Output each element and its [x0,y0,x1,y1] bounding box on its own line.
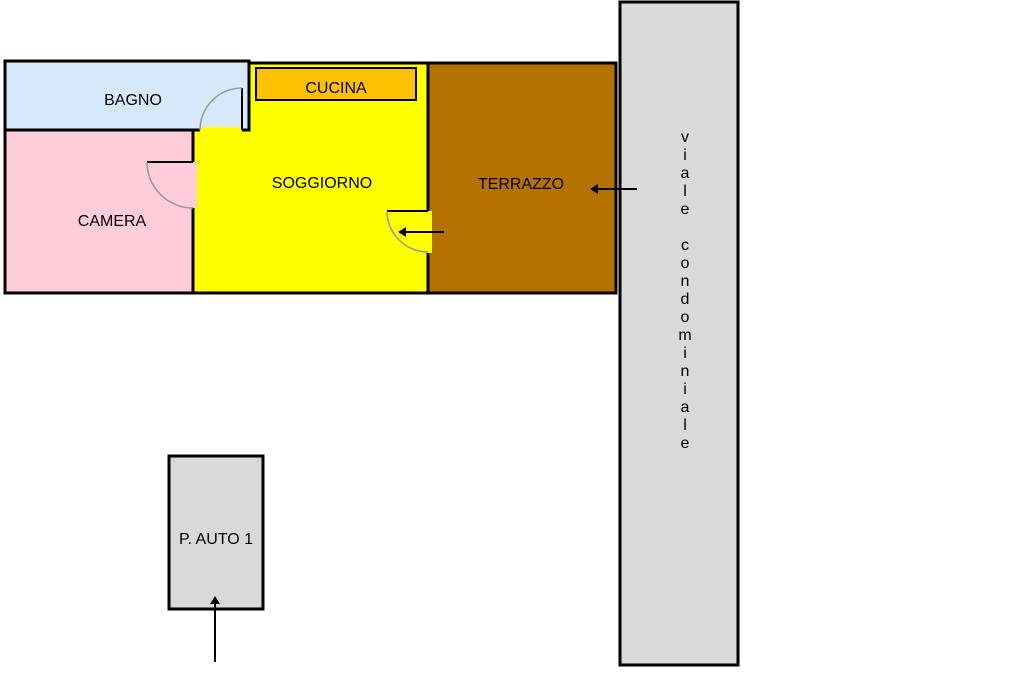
terrazzo-label: TERRAZZO [478,176,564,193]
door-opening-bagno [200,127,242,134]
camera-label: CAMERA [78,213,147,230]
room-cucina [255,67,417,101]
door-arc-camera [146,161,194,209]
door-opening-camera [190,162,197,208]
road-strip [618,0,740,667]
room-bagno [3,59,251,132]
arrow-terrazzo-icon [590,184,637,194]
arrow-parking-icon [210,596,220,662]
room-camera [3,128,195,295]
bagno-label: BAGNO [104,92,162,109]
door-arc-soggiorno [386,210,429,253]
room-terrazzo [426,61,618,295]
arrow-soggiorno-icon [398,227,444,237]
soggiorno-label: SOGGIORNO [272,175,372,192]
parking-space [167,454,265,611]
cucina-label: CUCINA [305,80,367,97]
door-arc-bagno [199,87,243,131]
parking-label: P. AUTO 1 [179,531,253,548]
